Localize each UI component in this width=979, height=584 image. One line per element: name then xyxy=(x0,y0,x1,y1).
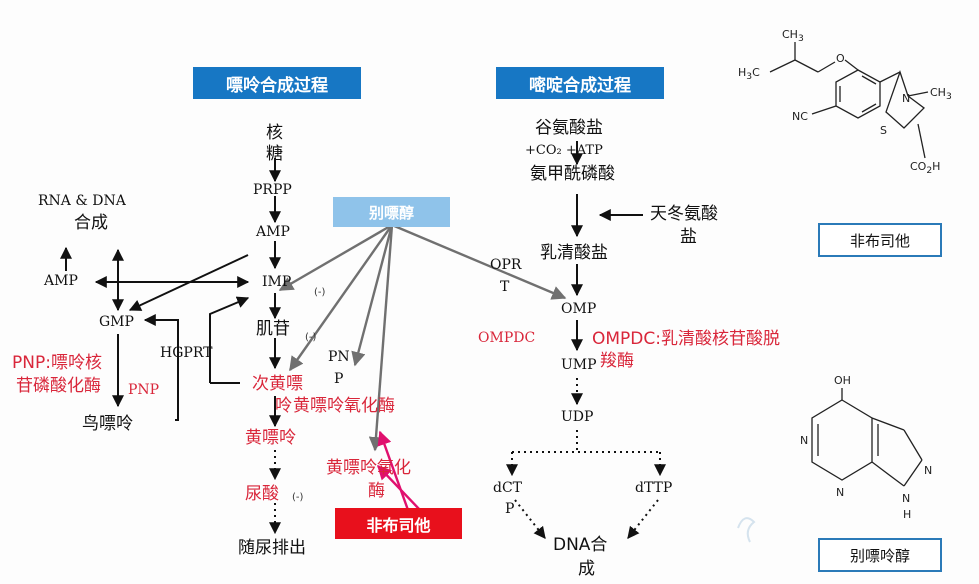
ribose-label-1: 核 xyxy=(266,123,283,143)
pyrimidine-dotted-arrows xyxy=(506,378,666,539)
dna-synthesis-label-2: 成 xyxy=(578,559,595,579)
feb-sulfur: S xyxy=(880,124,887,137)
pnp-enzyme-label: PNP xyxy=(128,382,160,398)
aspartate-label-1: 天冬氨酸 xyxy=(650,204,718,224)
allo-nh: N xyxy=(902,492,911,505)
allo-n3: N xyxy=(924,464,933,477)
orotate-label: 乳清酸盐 xyxy=(540,243,608,263)
allopurinol-inhibition-arrows xyxy=(278,223,567,452)
amp-top-label: AMP xyxy=(256,224,290,240)
uric-acid-label: 尿酸 xyxy=(245,484,279,504)
hypoxanthine-label-2: 呤 xyxy=(275,396,292,416)
aspartate-label-2: 盐 xyxy=(680,227,697,247)
dctp-label-1: dCT xyxy=(493,480,523,496)
xanthine-oxidase-label-2b: 酶 xyxy=(368,481,385,501)
feb-nitrile: NC xyxy=(792,110,808,123)
prpp-label: PRPP xyxy=(253,182,292,198)
imp-label: IMP xyxy=(262,274,292,290)
pnp-definition-2: 苷磷酸化酶 xyxy=(16,376,101,396)
xanthine-oxidase-label-2a: 黄嘌呤氧化 xyxy=(326,458,411,478)
allo-n1: N xyxy=(800,434,809,447)
xanthine-oxidase-label-1: 黄嘌呤氧化酶 xyxy=(293,396,395,416)
allopurinol-box: 别嘌醇 xyxy=(333,197,450,227)
allopurinol-structure xyxy=(811,388,923,487)
feb-nitrogen: N xyxy=(902,92,911,105)
ribose-label-2: 糖 xyxy=(266,144,283,164)
allo-oh: OH xyxy=(834,374,851,387)
udp-label: UDP xyxy=(561,409,594,425)
allo-h: H xyxy=(903,508,912,521)
rna-dna-label: RNA & DNA xyxy=(38,193,126,209)
feb-ch3-top: CH3 xyxy=(782,28,804,45)
dttp-label: dTTP xyxy=(635,480,673,496)
pyrimidine-main-arrows xyxy=(571,141,643,352)
feb-h3c: H3C xyxy=(738,66,760,83)
pnp-mid-label-1: PN xyxy=(328,349,350,365)
ump-label: UMP xyxy=(561,357,597,373)
allopurinol-structure-label: 别嘌呤醇 xyxy=(818,538,942,572)
imp-inhibit-mark: (-) xyxy=(314,287,326,298)
salvage-arrows xyxy=(60,246,250,421)
febuxostat-box: 非布司他 xyxy=(335,508,462,539)
febuxostat-structure xyxy=(769,42,929,159)
uric-acid-inhibit-mark: (-) xyxy=(292,492,304,503)
inosine-label: 肌苷 xyxy=(256,319,290,339)
omp-label: OMP xyxy=(561,301,597,317)
pnp-definition-1: PNP:嘌呤核 xyxy=(12,353,102,373)
allo-n2: N xyxy=(836,486,845,499)
hypoxanthine-label-1: 次黄嘌 xyxy=(252,374,303,394)
dctp-label-2: P xyxy=(505,501,515,517)
pyrimidine-header: 嘧啶合成过程 xyxy=(496,67,664,99)
co2-atp-label: +CO₂ +ATP xyxy=(525,143,603,158)
glutamate-label: 谷氨酸盐 xyxy=(535,118,603,138)
guanine-label: 鸟嘌呤 xyxy=(82,414,133,434)
oprt-label-1: OPR xyxy=(490,257,522,273)
amp-left-label: AMP xyxy=(44,273,78,289)
febuxostat-structure-label: 非布司他 xyxy=(818,223,942,257)
watermark-logo xyxy=(737,517,756,543)
feb-co2h: CO2H xyxy=(910,160,941,177)
inosine-inhibit-mark: (-) xyxy=(305,332,317,343)
dna-synthesis-label-1: DNA合 xyxy=(553,535,608,555)
pnp-mid-label-2: P xyxy=(334,371,344,387)
xanthine-label: 黄嘌呤 xyxy=(245,428,296,448)
ompdc-label: OMPDC xyxy=(478,330,536,346)
hgprt-label: HGPRT xyxy=(160,345,213,361)
ompdc-definition-2: 羧酶 xyxy=(600,351,634,371)
ompdc-definition-1: OMPDC:乳清酸核苷酸脱 xyxy=(592,329,780,349)
excretion-label: 随尿排出 xyxy=(238,538,306,558)
febuxostat-inhibition-arrows xyxy=(377,430,421,511)
oprt-label-2: T xyxy=(500,279,510,295)
carbamoyl-phosphate-label: 氨甲酰磷酸 xyxy=(530,164,615,184)
synthesis-label: 合成 xyxy=(74,213,108,233)
feb-ch3-right: CH3 xyxy=(930,86,952,103)
purine-header: 嘌呤合成过程 xyxy=(193,67,361,99)
gmp-label: GMP xyxy=(99,314,134,330)
feb-oxygen: O xyxy=(836,52,845,65)
